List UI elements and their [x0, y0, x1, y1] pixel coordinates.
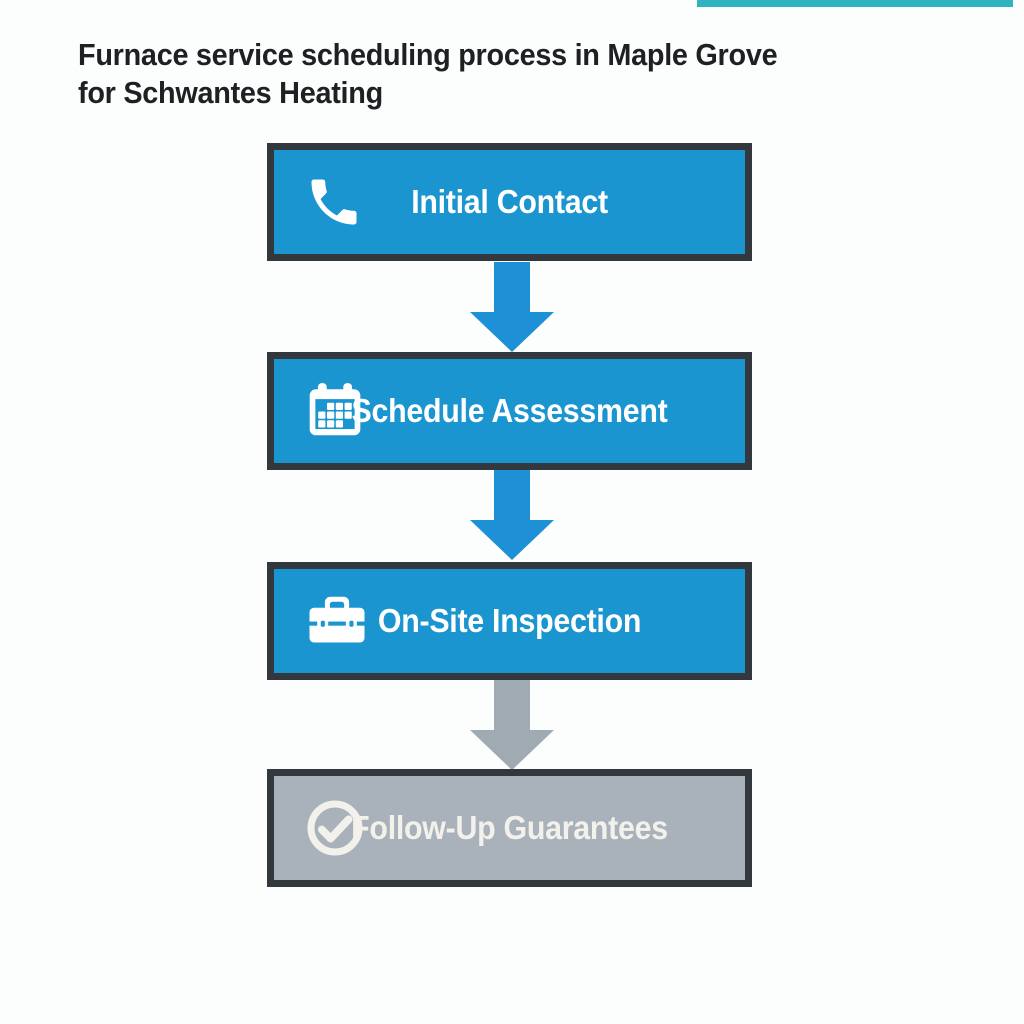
diagram-title-line1: Furnace service scheduling process in Ma…	[78, 37, 778, 72]
step-label: Follow-Up Guarantees	[351, 809, 668, 846]
diagram-title: Furnace service scheduling process in Ma…	[78, 36, 785, 112]
diagram-title-line2: for Schwantes Heating	[78, 75, 383, 110]
flow-arrow-down-2	[470, 470, 554, 560]
flow-arrow-down-3	[470, 680, 554, 770]
step-label: Schedule Assessment	[351, 392, 668, 429]
toolbox-icon	[304, 588, 370, 654]
top-accent-bar	[697, 0, 1013, 7]
step-label: On-Site Inspection	[377, 602, 642, 639]
calendar-icon	[304, 380, 366, 442]
check-circle-icon	[304, 797, 366, 859]
phone-icon	[304, 172, 364, 232]
step-schedule-assessment: Schedule Assessment	[267, 352, 752, 470]
step-initial-contact: Initial Contact	[267, 143, 752, 261]
step-label: Initial Contact	[411, 183, 608, 220]
flow-arrow-down-1	[470, 262, 554, 352]
step-on-site-inspection: On-Site Inspection	[267, 562, 752, 680]
step-follow-up-guarantees: Follow-Up Guarantees	[267, 769, 752, 887]
